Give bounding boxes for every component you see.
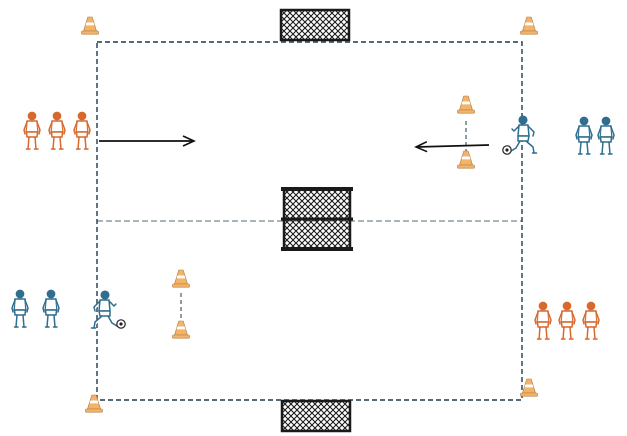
player-icon [575, 116, 593, 155]
player-icon [582, 301, 600, 340]
cones [81, 16, 538, 413]
arrows [99, 135, 490, 153]
goal-net-icon [281, 187, 353, 251]
goal-net-icon [279, 8, 351, 42]
cone-icon [172, 269, 190, 288]
cone-icon [81, 16, 99, 35]
player-icon [597, 116, 615, 155]
waiting-group-orange-right [534, 301, 600, 340]
cone-icon [457, 150, 475, 169]
goals [279, 8, 353, 433]
player-icon [90, 290, 118, 329]
goal-net-icon [280, 399, 352, 433]
arrow-icon [414, 140, 490, 153]
waiting-group-orange-left [23, 111, 91, 150]
cone-icon [457, 95, 475, 114]
players [11, 111, 615, 340]
cone-icon [85, 394, 103, 413]
player-icon [42, 289, 60, 328]
cone-icon [520, 378, 538, 397]
active-player-blue-bottom [90, 290, 126, 329]
active-player-blue-top [502, 115, 538, 155]
player-icon [48, 111, 66, 150]
player-icon [510, 115, 538, 154]
waiting-group-blue-right [575, 116, 615, 155]
cone-icon [520, 16, 538, 35]
player-icon [73, 111, 91, 150]
cone-icon [172, 320, 190, 339]
player-icon [11, 289, 29, 328]
waiting-group-blue-left [11, 289, 60, 328]
player-icon [534, 301, 552, 340]
player-icon [23, 111, 41, 150]
player-icon [558, 301, 576, 340]
